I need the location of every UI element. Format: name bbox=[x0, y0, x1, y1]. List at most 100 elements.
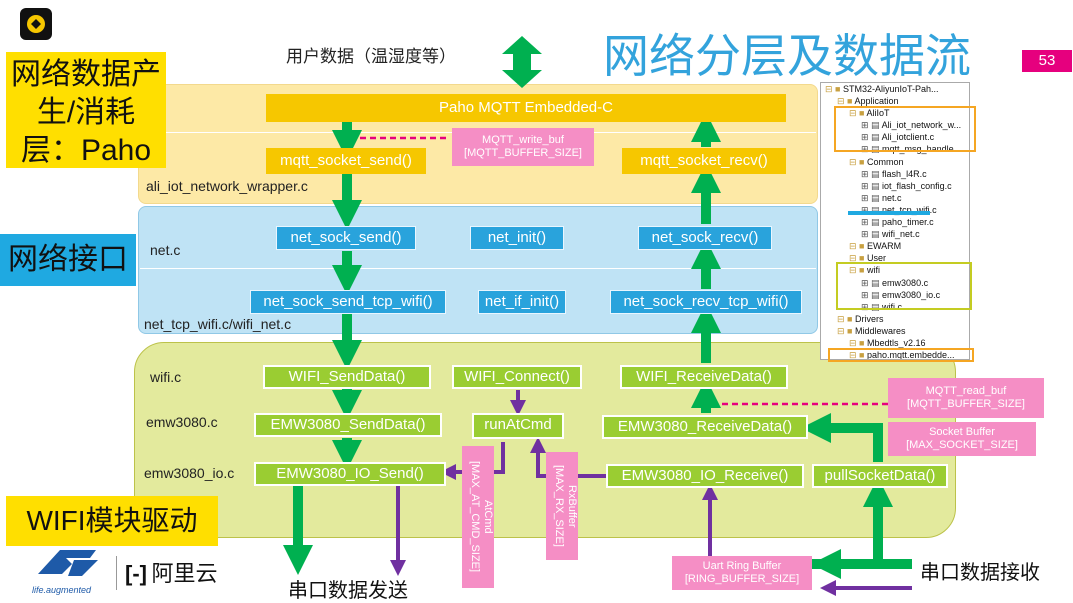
tree-item[interactable]: ⊟ ■ paho.mqtt.embedde... bbox=[821, 349, 969, 360]
net-if-init-box: net_if_init() bbox=[478, 290, 566, 314]
tree-item[interactable]: ⊞ ▤ flash_l4R.c bbox=[821, 168, 969, 180]
pullsocketdata-box: pullSocketData() bbox=[812, 464, 948, 488]
page-title: 网络分层及数据流 bbox=[603, 30, 971, 82]
folder-icon: ⊟ ■ bbox=[837, 325, 855, 336]
tree-item-label: Ali_iotclient.c bbox=[881, 132, 935, 143]
tree-item[interactable]: ⊞ ▤ paho_timer.c bbox=[821, 216, 969, 228]
tree-item-label: wifi_net.c bbox=[882, 229, 920, 240]
tree-item[interactable]: ⊟ ■ wifi bbox=[821, 264, 969, 276]
tree-item[interactable]: ⊟ ■ Application bbox=[821, 95, 969, 107]
folder-icon: ⊟ ■ bbox=[849, 337, 867, 348]
arrow-pull-to-emw-recv bbox=[801, 413, 883, 462]
atcmd-buffer: AtCmd [MAX_AT_CMD_SIZE] bbox=[462, 446, 494, 588]
file-label-emw-io: emw3080_io.c bbox=[144, 465, 235, 481]
socket-buffer: Socket Buffer [MAX_SOCKET_SIZE] bbox=[888, 422, 1036, 456]
file-label-net-tcp: net_tcp_wifi.c/wifi_net.c bbox=[144, 316, 292, 332]
wifi-senddata-box: WIFI_SendData() bbox=[263, 365, 431, 389]
file-icon: ⊞ ▤ bbox=[861, 192, 883, 203]
net-sock-recv-box: net_sock_recv() bbox=[638, 226, 772, 250]
folder-icon: ⊟ ■ bbox=[849, 241, 867, 252]
emw3080-receivedata-box: EMW3080_ReceiveData() bbox=[602, 415, 808, 439]
emw3080-io-send-box: EMW3080_IO_Send() bbox=[254, 462, 446, 486]
serial-send-label: 串口数据发送 bbox=[288, 580, 408, 602]
tree-item-label: Mbedtls_v2.16 bbox=[866, 337, 926, 348]
tree-item[interactable]: ⊞ ▤ net_tcp_wifi.c bbox=[821, 204, 969, 216]
tree-item[interactable]: ⊟ ■ Mbedtls_v2.16 bbox=[821, 337, 969, 349]
tree-item[interactable]: ⊞ ▤ wifi.c bbox=[821, 301, 969, 313]
emw3080-io-receive-box: EMW3080_IO_Receive() bbox=[606, 464, 804, 488]
tree-item-label: flash_l4R.c bbox=[882, 168, 927, 179]
file-icon: ⊞ ▤ bbox=[861, 289, 883, 300]
tree-item-label: Application bbox=[854, 96, 899, 107]
tree-item[interactable]: ⊞ ▤ iot_flash_config.c bbox=[821, 180, 969, 192]
folder-icon: ⊟ ■ bbox=[837, 96, 855, 107]
tree-item-label: emw3080.c bbox=[882, 277, 929, 288]
project-tree: ⊟ ■ STM32-AliyunIoT-Pah...⊟ ■ Applicatio… bbox=[821, 83, 969, 360]
aliyun-logo-text: 阿里云 bbox=[151, 561, 218, 586]
tree-item[interactable]: ⊞ ▤ Ali_iotclient.c bbox=[821, 131, 969, 143]
page-number: 53 bbox=[1022, 50, 1072, 72]
user-data-arrow bbox=[502, 36, 542, 88]
app-icon bbox=[20, 8, 52, 40]
tree-item-label: Drivers bbox=[854, 313, 884, 324]
tree-item[interactable]: ⊞ ▤ emw3080_io.c bbox=[821, 289, 969, 301]
file-icon: ⊞ ▤ bbox=[861, 168, 883, 179]
tree-item-label: Common bbox=[866, 156, 904, 167]
tree-item[interactable]: ⊟ ■ STM32-AliyunIoT-Pah... bbox=[821, 83, 969, 95]
folder-icon: ⊟ ■ bbox=[849, 265, 867, 276]
tree-item[interactable]: ⊟ ■ EWARM bbox=[821, 240, 969, 252]
tree-item-label: User bbox=[866, 253, 886, 264]
net-divider bbox=[140, 268, 816, 269]
emw3080-senddata-box: EMW3080_SendData() bbox=[254, 413, 442, 437]
mqtt-read-buf: MQTT_read_buf [MQTT_BUFFER_SIZE] bbox=[888, 378, 1044, 418]
wifi-layer-label: WIFI模块驱动 bbox=[6, 496, 218, 546]
rxbuffer-buffer: RxBuffer [MAX_RX_SIZE] bbox=[546, 452, 578, 560]
aliyun-logo: [-] 阿里云 bbox=[116, 556, 246, 590]
wifi-receivedata-box: WIFI_ReceiveData() bbox=[620, 365, 788, 389]
tree-item-label: mqtt_msg_handle... bbox=[882, 144, 962, 155]
mqtt-socket-recv-box: mqtt_socket_recv() bbox=[622, 148, 786, 174]
tree-item[interactable]: ⊟ ■ Drivers bbox=[821, 313, 969, 325]
tree-item[interactable]: ⊞ ▤ Ali_iot_network_w... bbox=[821, 119, 969, 131]
file-icon: ⊞ ▤ bbox=[861, 144, 883, 155]
file-icon: ⊞ ▤ bbox=[861, 301, 883, 312]
file-icon: ⊞ ▤ bbox=[861, 204, 883, 215]
net-sock-send-box: net_sock_send() bbox=[276, 226, 416, 250]
tree-item[interactable]: ⊟ ■ AliIoT bbox=[821, 107, 969, 119]
tree-item[interactable]: ⊞ ▤ mqtt_msg_handle... bbox=[821, 143, 969, 155]
file-icon: ⊞ ▤ bbox=[861, 120, 882, 131]
runatcmd-box: runAtCmd bbox=[472, 413, 564, 439]
tree-item[interactable]: ⊟ ■ User bbox=[821, 252, 969, 264]
folder-icon: ⊟ ■ bbox=[849, 253, 867, 264]
tree-item-label: STM32-AliyunIoT-Pah... bbox=[842, 84, 939, 94]
folder-icon: ⊟ ■ bbox=[849, 108, 867, 119]
tree-highlight-nettcp bbox=[848, 211, 930, 215]
file-icon: ⊞ ▤ bbox=[861, 217, 883, 228]
tree-item[interactable]: ⊞ ▤ wifi_net.c bbox=[821, 228, 969, 240]
tree-item[interactable]: ⊟ ■ Middlewares bbox=[821, 325, 969, 337]
mqtt-write-buf: MQTT_write_buf [MQTT_BUFFER_SIZE] bbox=[452, 128, 594, 166]
arrow-uart-to-pull bbox=[810, 477, 893, 569]
tree-item[interactable]: ⊞ ▤ net.c bbox=[821, 192, 969, 204]
tree-item[interactable]: ⊟ ■ Common bbox=[821, 156, 969, 168]
mqtt-socket-send-box: mqtt_socket_send() bbox=[266, 148, 426, 174]
paho-mqtt-box: Paho MQTT Embedded-C bbox=[266, 94, 786, 122]
file-label-net: net.c bbox=[150, 242, 181, 258]
net-init-box: net_init() bbox=[470, 226, 564, 250]
file-icon: ⊞ ▤ bbox=[861, 277, 883, 288]
folder-icon: ⊟ ■ bbox=[849, 156, 867, 167]
tree-item-label: paho.mqtt.embedde... bbox=[866, 350, 955, 360]
tree-item[interactable]: ⊞ ▤ emw3080.c bbox=[821, 277, 969, 289]
net-sock-send-tcp-wifi-box: net_sock_send_tcp_wifi() bbox=[250, 290, 446, 314]
project-tree-panel: ⊟ ■ STM32-AliyunIoT-Pah...⊟ ■ Applicatio… bbox=[820, 82, 970, 360]
tree-item-label: emw3080_io.c bbox=[882, 289, 941, 300]
tree-item-label: paho_timer.c bbox=[882, 217, 934, 228]
file-label-wifi: wifi.c bbox=[150, 369, 182, 385]
uart-ring-buffer: Uart Ring Buffer [RING_BUFFER_SIZE] bbox=[672, 556, 812, 590]
tree-highlight-wifi bbox=[836, 262, 972, 310]
user-data-label: 用户数据（温湿度等） bbox=[286, 47, 456, 66]
purple-io-recv-to-runat bbox=[530, 437, 612, 478]
aliyun-brackets-icon: [-] bbox=[125, 561, 147, 586]
tree-item-label: EWARM bbox=[866, 241, 902, 252]
tree-item-label: wifi bbox=[866, 265, 880, 276]
